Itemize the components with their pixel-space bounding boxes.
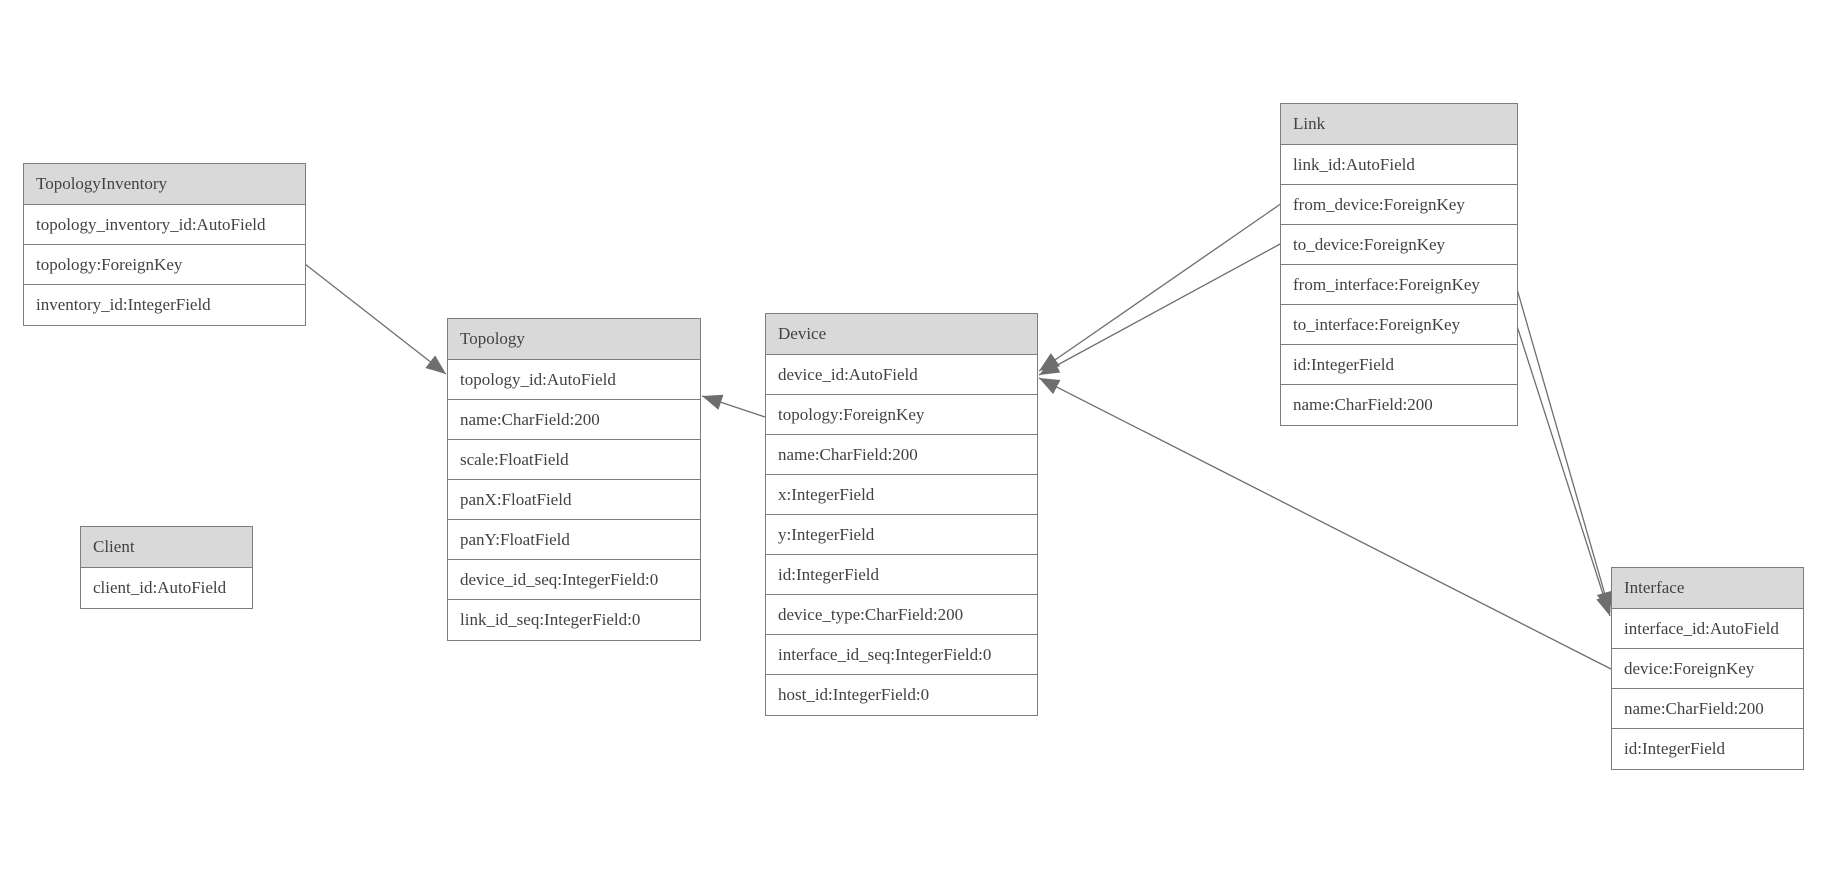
entity-topology-header: Topology [448,319,700,360]
entity-topology-inventory: TopologyInventory topology_inventory_id:… [23,163,306,326]
field-row: panY:FloatField [448,520,700,560]
field-row: x:IntegerField [766,475,1037,515]
field-row: inventory_id:IntegerField [24,285,305,325]
edge-Device.topology [701,394,766,418]
field-row: host_id:IntegerField:0 [766,675,1037,715]
entity-client-header: Client [81,527,252,568]
edge-Link.from_interface [1516,288,1613,613]
edge-Link.to_interface [1516,325,1612,617]
field-row: name:CharField:200 [448,400,700,440]
field-row: topology_id:AutoField [448,360,700,400]
edge-TopologyInventory.topology [304,263,447,375]
field-row: name:CharField:200 [1281,385,1517,425]
field-row: name:CharField:200 [766,435,1037,475]
edge-Link.from_device [1038,202,1283,372]
field-row: link_id_seq:IntegerField:0 [448,600,700,640]
field-row: id:IntegerField [1281,345,1517,385]
entity-link: Link link_id:AutoField from_device:Forei… [1280,103,1518,426]
field-row: device_id_seq:IntegerField:0 [448,560,700,600]
field-row: to_interface:ForeignKey [1281,305,1517,345]
entity-interface: Interface interface_id:AutoField device:… [1611,567,1804,770]
entity-link-header: Link [1281,104,1517,145]
field-row: client_id:AutoField [81,568,252,608]
entity-client: Client client_id:AutoField [80,526,253,609]
field-row: name:CharField:200 [1612,689,1803,729]
field-row: scale:FloatField [448,440,700,480]
field-row: device:ForeignKey [1612,649,1803,689]
entity-interface-header: Interface [1612,568,1803,609]
field-row: device_type:CharField:200 [766,595,1037,635]
field-row: topology:ForeignKey [24,245,305,285]
field-row: interface_id:AutoField [1612,609,1803,649]
field-row: to_device:ForeignKey [1281,225,1517,265]
field-row: interface_id_seq:IntegerField:0 [766,635,1037,675]
field-row: id:IntegerField [766,555,1037,595]
field-row: from_device:ForeignKey [1281,185,1517,225]
field-row: y:IntegerField [766,515,1037,555]
entity-topology: Topology topology_id:AutoField name:Char… [447,318,701,641]
edge-Link.to_device [1038,242,1283,376]
field-row: device_id:AutoField [766,355,1037,395]
field-row: topology_inventory_id:AutoField [24,205,305,245]
entity-device-header: Device [766,314,1037,355]
edge-Interface.device [1038,377,1612,670]
field-row: from_interface:ForeignKey [1281,265,1517,305]
field-row: id:IntegerField [1612,729,1803,769]
entity-topology-inventory-header: TopologyInventory [24,164,305,205]
field-row: panX:FloatField [448,480,700,520]
field-row: topology:ForeignKey [766,395,1037,435]
field-row: link_id:AutoField [1281,145,1517,185]
entity-device: Device device_id:AutoField topology:Fore… [765,313,1038,716]
